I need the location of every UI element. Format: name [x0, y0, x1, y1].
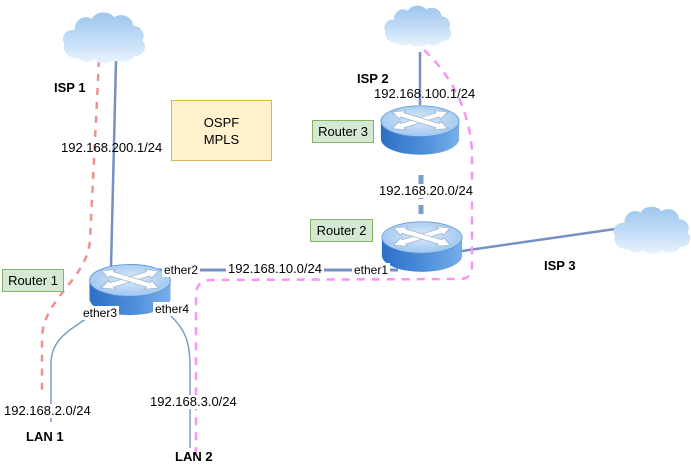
- protocol-box[interactable]: OSPF MPLS: [171, 100, 272, 161]
- ether2-label: ether2: [162, 263, 201, 277]
- isp1-cloud-icon[interactable]: [60, 10, 146, 69]
- net-lan2-label: 192.168.3.0/24: [148, 394, 239, 409]
- net-isp1-link-label: 192.168.200.1/24: [61, 140, 163, 155]
- isp2-label: ISP 2: [357, 71, 389, 86]
- net-lan1-label: 192.168.2.0/24: [2, 403, 93, 418]
- link-router2-isp3: [461, 226, 623, 253]
- protocol-mpls: MPLS: [203, 131, 240, 147]
- lan2-label: LAN 2: [175, 449, 213, 464]
- isp3-label: ISP 3: [544, 258, 576, 273]
- link-router1-lan2: [169, 314, 191, 448]
- router3-icon[interactable]: [379, 103, 461, 163]
- ether1-label: ether1: [352, 263, 391, 277]
- router3-label: Router 3: [318, 124, 368, 139]
- router3-label-box[interactable]: Router 3: [312, 120, 374, 143]
- ether3-label: ether3: [81, 306, 120, 320]
- path-red-isp1-lan1: [40, 59, 101, 390]
- protocol-ospf: OSPF: [203, 114, 240, 130]
- router2-label: Router 2: [316, 223, 367, 238]
- ether4-label: ether4: [153, 302, 192, 316]
- net-router3-router2-label: 192.168.20.0/24: [377, 183, 475, 198]
- link-isp1-router1: [109, 60, 118, 268]
- isp3-cloud-icon[interactable]: [611, 203, 691, 261]
- router2-label-box[interactable]: Router 2: [310, 219, 373, 242]
- lan1-label: LAN 1: [26, 429, 64, 444]
- router1-label-box[interactable]: Router 1: [2, 269, 64, 292]
- net-router1-router2-label: 192.168.10.0/24: [226, 261, 324, 276]
- path-pink-isp2-lan2: [194, 49, 474, 456]
- net-isp2-link-label: 192.168.100.1/24: [374, 86, 476, 101]
- isp1-label: ISP 1: [54, 80, 86, 95]
- router2-icon[interactable]: [380, 220, 464, 279]
- router1-label: Router 1: [8, 273, 58, 288]
- isp2-cloud-icon[interactable]: [382, 1, 452, 55]
